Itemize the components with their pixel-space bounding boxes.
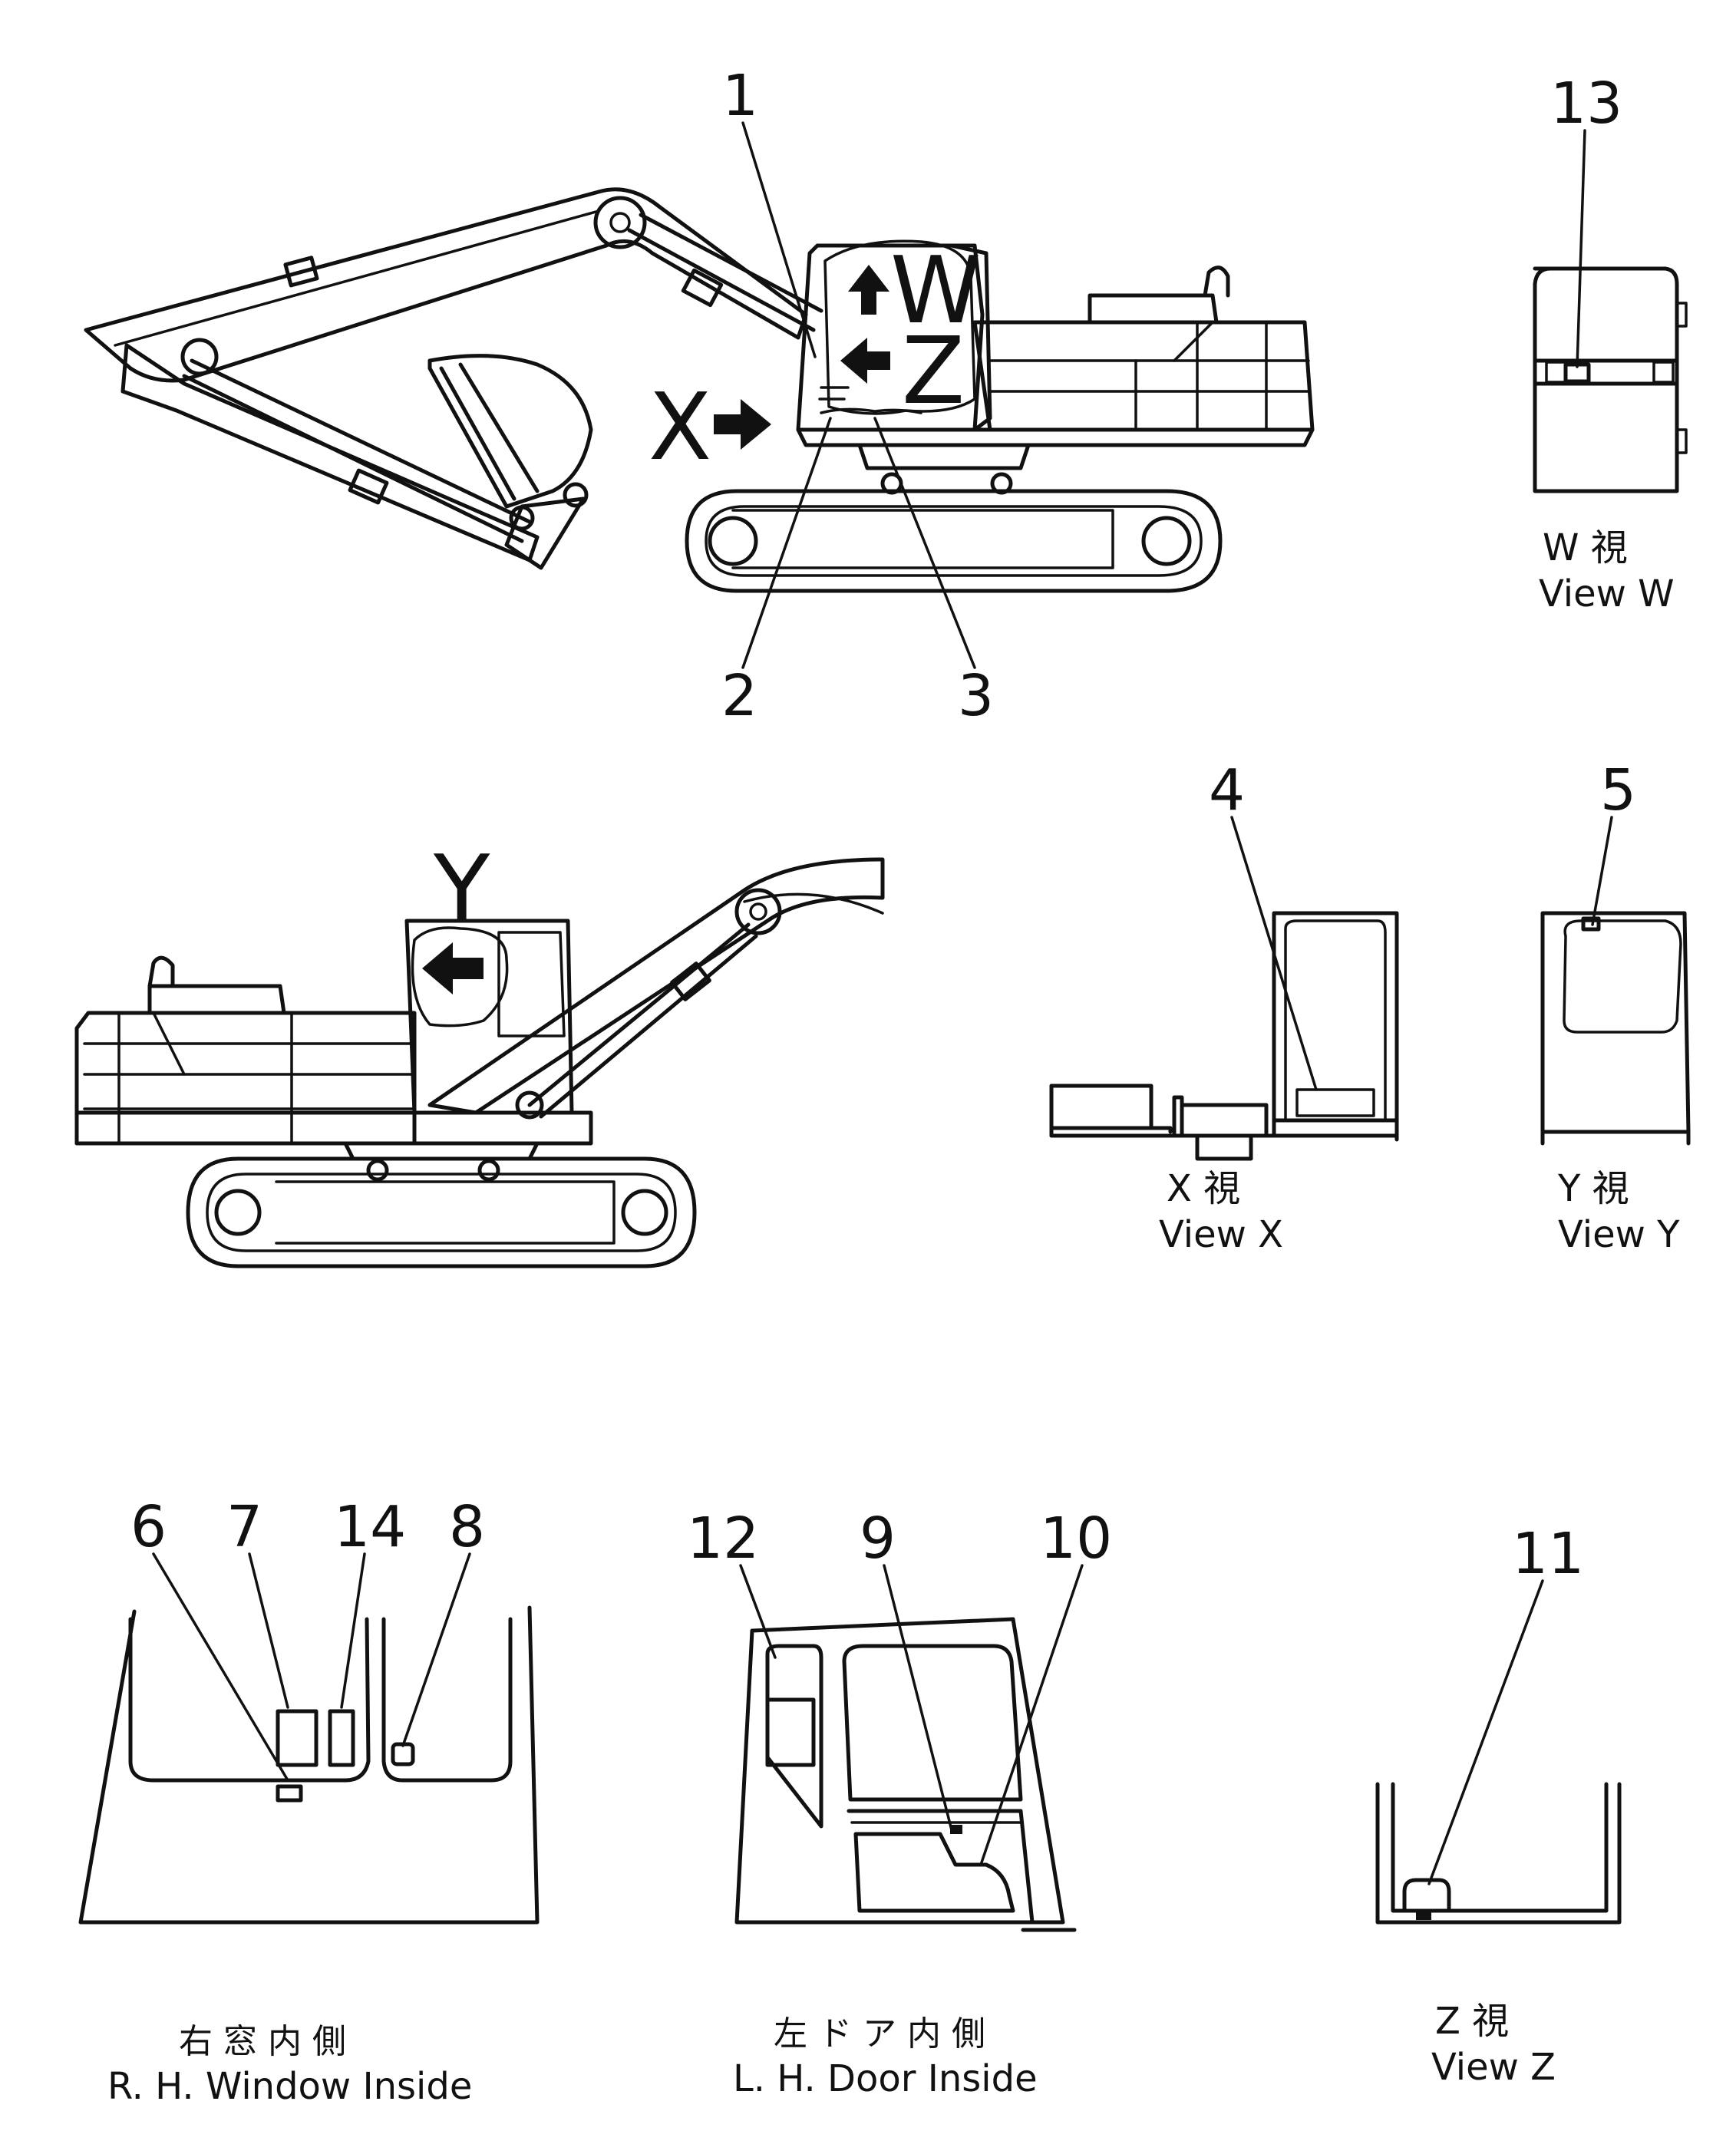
caption-view-x-jp: X 視 <box>1167 1167 1240 1210</box>
callout-4: 4 <box>1209 757 1245 823</box>
callout-7: 7 <box>226 1494 262 1560</box>
leader-9 <box>883 1564 953 1832</box>
undercarriage-track <box>685 489 1223 593</box>
callout-13: 13 <box>1550 71 1622 137</box>
view-letter-w: W <box>890 238 982 345</box>
callout-10: 10 <box>1040 1506 1112 1572</box>
caption-rh-window-jp: 右 窓 内 側 <box>179 2022 346 2061</box>
view-x: 4 X 視 View X <box>1049 757 1399 1256</box>
undercarriage-track-middle <box>186 1156 697 1268</box>
arrow-left-z-icon <box>840 338 890 384</box>
cab-callout-bubble: W Z <box>818 238 982 425</box>
caption-lh-door-jp: 左 ド ア 内 側 <box>774 2014 985 2053</box>
view-w-cab-outline <box>1533 266 1679 493</box>
caption-rh-window-en: R. H. Window Inside <box>107 2065 472 2108</box>
plate-14 <box>328 1709 355 1767</box>
view-y-indicator: Y <box>411 836 509 1028</box>
plate-7 <box>276 1709 318 1767</box>
leader-2 <box>741 417 832 669</box>
caption-view-y-en: View Y <box>1558 1213 1680 1256</box>
leader-11 <box>1427 1579 1544 1885</box>
callout-5: 5 <box>1600 757 1636 823</box>
plate-9 <box>950 1825 962 1834</box>
lh-door-outline <box>734 1617 1065 1925</box>
caption-view-w-en: View W <box>1539 572 1675 615</box>
leader-10 <box>979 1564 1084 1866</box>
leader-5 <box>1591 816 1613 926</box>
leader-12 <box>739 1564 777 1659</box>
view-letter-y: Y <box>433 836 490 943</box>
boom-middle <box>427 857 885 1115</box>
leader-6 <box>152 1552 289 1782</box>
bucket <box>427 354 593 509</box>
leader-1 <box>741 121 817 358</box>
boom-pivot <box>593 196 647 249</box>
view-z-outline <box>1375 1782 1622 1925</box>
callout-11: 11 <box>1512 1521 1584 1587</box>
leader-14 <box>340 1552 366 1709</box>
arm-cylinder <box>182 358 532 543</box>
boom-inner-line <box>114 209 600 347</box>
caption-view-y-jp: Y 視 <box>1557 1167 1629 1210</box>
view-x-cab <box>1272 911 1399 1138</box>
view-letter-x: X <box>649 374 711 481</box>
plate-12 <box>765 1697 816 1767</box>
view-y: 5 Y 視 View Y <box>1540 757 1691 1256</box>
plate-8 <box>391 1742 415 1766</box>
rh-window-outline <box>78 1605 540 1925</box>
view-z: 11 Z 視 View Z <box>1375 1521 1622 2089</box>
callout-8: 8 <box>449 1494 485 1560</box>
caption-view-z-en: View Z <box>1431 2046 1556 2089</box>
callout-12: 12 <box>687 1506 759 1572</box>
leader-7 <box>248 1552 289 1709</box>
callout-9: 9 <box>860 1506 896 1572</box>
caption-lh-door-en: L. H. Door Inside <box>733 2057 1038 2100</box>
excavator-side-view-middle <box>74 857 885 1268</box>
boom <box>84 187 808 383</box>
leader-13 <box>1576 129 1586 368</box>
plate-11 <box>1416 1909 1431 1920</box>
leader-8 <box>401 1552 471 1747</box>
rh-window-inside: 6 7 14 8 右 窓 内 側 R. H. Window Inside <box>78 1494 540 2108</box>
plate-6 <box>276 1784 303 1803</box>
callout-6: 6 <box>130 1494 167 1560</box>
boom-cylinder <box>627 213 823 332</box>
view-y-plate <box>1581 916 1601 932</box>
view-x-plate <box>1295 1088 1375 1117</box>
callout-1: 1 <box>722 63 758 129</box>
leader-3 <box>873 417 976 669</box>
view-x-indicator: X <box>649 374 771 481</box>
lh-door-inside: 12 9 10 左 ド ア 内 側 L. H. Door Inside <box>687 1506 1112 2100</box>
caption-view-x-en: View X <box>1159 1213 1283 1256</box>
excavator-side-view-top <box>84 187 1315 593</box>
caption-view-z-jp: Z 視 <box>1435 2000 1509 2043</box>
arrow-left-y-icon <box>422 942 484 995</box>
caption-view-w-jp: W 視 <box>1543 526 1628 569</box>
callout-3: 3 <box>958 663 994 729</box>
view-letter-z: Z <box>902 318 965 425</box>
arrow-right-x-icon <box>714 399 771 450</box>
arrow-up-w-icon <box>848 265 889 315</box>
view-w: 13 W 視 View W <box>1533 71 1688 615</box>
callout-2: 2 <box>721 663 757 729</box>
upper-structure <box>972 320 1315 432</box>
callout-14: 14 <box>334 1494 406 1560</box>
